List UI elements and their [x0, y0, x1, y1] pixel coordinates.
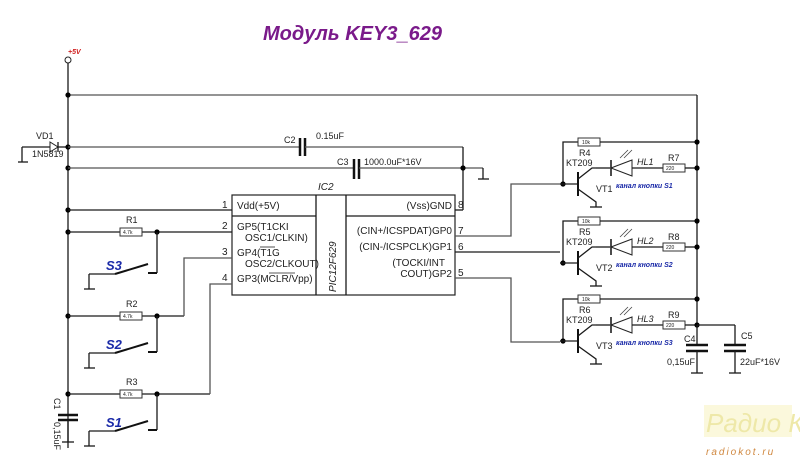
- pin6-num: 6: [458, 242, 464, 253]
- c2-ref: C2: [284, 135, 296, 145]
- led-resistor-ref: R7: [668, 153, 680, 163]
- led-resistor-ref: R8: [668, 232, 680, 242]
- r1-value: 4.7k: [123, 230, 133, 236]
- schematic-title: Модуль KEY3_629: [263, 23, 443, 45]
- transistor-ref: VT3: [596, 341, 613, 351]
- pin4-num: 4: [222, 273, 228, 284]
- channel-label: канал кнопки S1: [616, 183, 673, 190]
- vd1-part: 1N5819: [32, 149, 64, 159]
- ic-part: PIC12F629: [328, 241, 339, 292]
- led-hl2: [609, 238, 633, 256]
- pin3-num: 3: [222, 247, 228, 258]
- r2-value: 4.7k: [123, 314, 133, 320]
- watermark-title: Радио КОТ: [706, 408, 800, 438]
- pin6-label: (CIN-/ICSPCLK)GP1: [359, 242, 452, 253]
- pin4-label: GP3(MCLR/Vpp): [237, 274, 313, 285]
- led-resistor-value: 220: [666, 166, 675, 172]
- watermark-url: radiokot.ru: [706, 447, 775, 458]
- transistor-type: KT209: [566, 237, 593, 247]
- pin5-label2: COUT)GP2: [400, 269, 452, 280]
- power-terminal: [64, 56, 72, 64]
- r3-value: 4.7k: [123, 392, 133, 398]
- c2-value: 0.15uF: [316, 131, 345, 141]
- r3-ref: R3: [126, 377, 138, 387]
- transistor-type: KT209: [566, 315, 593, 325]
- r2-ref: R2: [126, 299, 138, 309]
- c1-ref: C1: [52, 398, 62, 410]
- transistor-type: KT209: [566, 158, 593, 168]
- pin2-label2: OSC1/CLKIN): [245, 233, 308, 244]
- switch-s3[interactable]: [114, 263, 149, 275]
- vd1-ref: VD1: [36, 131, 54, 141]
- resistor-r2: [119, 311, 143, 321]
- pin3-label2: OSC2/CLKOUT): [245, 259, 319, 270]
- ic2-chip: IC2 PIC12F629 Vdd(+5V) GP5(T1CKI OSC1/CL…: [231, 182, 456, 296]
- wire-gp0: [455, 183, 560, 237]
- pin2-num: 2: [222, 221, 228, 232]
- pin1-label: Vdd(+5V): [237, 201, 280, 212]
- r1-ref: R1: [126, 215, 138, 225]
- c1-value: 0,15uF: [52, 422, 62, 451]
- c3-ref: C3: [337, 157, 349, 167]
- channel-label: канал кнопки S3: [616, 340, 673, 347]
- led-hl1: [609, 159, 633, 177]
- led-resistor-ref: R9: [668, 310, 680, 320]
- c3-value: 1000.0uF*16V: [364, 157, 422, 167]
- pin8-label: (Vss)GND: [406, 201, 452, 212]
- pin7-num: 7: [458, 226, 464, 237]
- pin5-label: (TOCKI/INT: [392, 258, 445, 269]
- pullup-value: 10k: [582, 219, 591, 225]
- resistor-r3: [119, 389, 143, 399]
- switch-s2[interactable]: [114, 342, 149, 354]
- pullup-ref: R4: [579, 148, 591, 158]
- s1-label: S1: [106, 415, 122, 430]
- pin2-label: GP5(T1CKI: [237, 222, 289, 233]
- c5-value: 22uF*16V: [740, 357, 780, 367]
- s2-label: S2: [106, 337, 123, 352]
- led-ref: HL2: [637, 236, 654, 246]
- s3-label: S3: [106, 258, 123, 273]
- pin3-label: GP4(T1G: [237, 248, 280, 259]
- pullup-ref: R6: [579, 305, 591, 315]
- channel-label: канал кнопки S2: [616, 262, 673, 269]
- transistor-ref: VT1: [596, 184, 613, 194]
- pullup-ref: R5: [579, 227, 591, 237]
- wire-gp2: [455, 277, 560, 343]
- led-ref: HL1: [637, 157, 654, 167]
- resistor-r1: [119, 227, 143, 237]
- pin7-label: (CIN+/ICSPDAT)GP0: [357, 226, 453, 237]
- pullup-value: 10k: [582, 140, 591, 146]
- c4-value: 0,15uF: [667, 357, 696, 367]
- pullup-value: 10k: [582, 297, 591, 303]
- led-resistor-value: 220: [666, 323, 675, 329]
- led-hl3: [609, 316, 633, 334]
- c4-ref: C4: [684, 334, 696, 344]
- pin8-number: 8: [458, 200, 464, 211]
- switch-s1[interactable]: [114, 420, 149, 432]
- pin5-num: 5: [458, 268, 464, 279]
- led-ref: HL3: [637, 314, 654, 324]
- led-resistor-value: 220: [666, 245, 675, 251]
- c5-ref: C5: [741, 331, 753, 341]
- pin1-num: 1: [222, 200, 228, 211]
- transistor-ref: VT2: [596, 263, 613, 273]
- ic-ref: IC2: [318, 182, 334, 193]
- diode-vd1: VD1 1N5819: [18, 131, 68, 163]
- power-label: +5V: [68, 49, 82, 56]
